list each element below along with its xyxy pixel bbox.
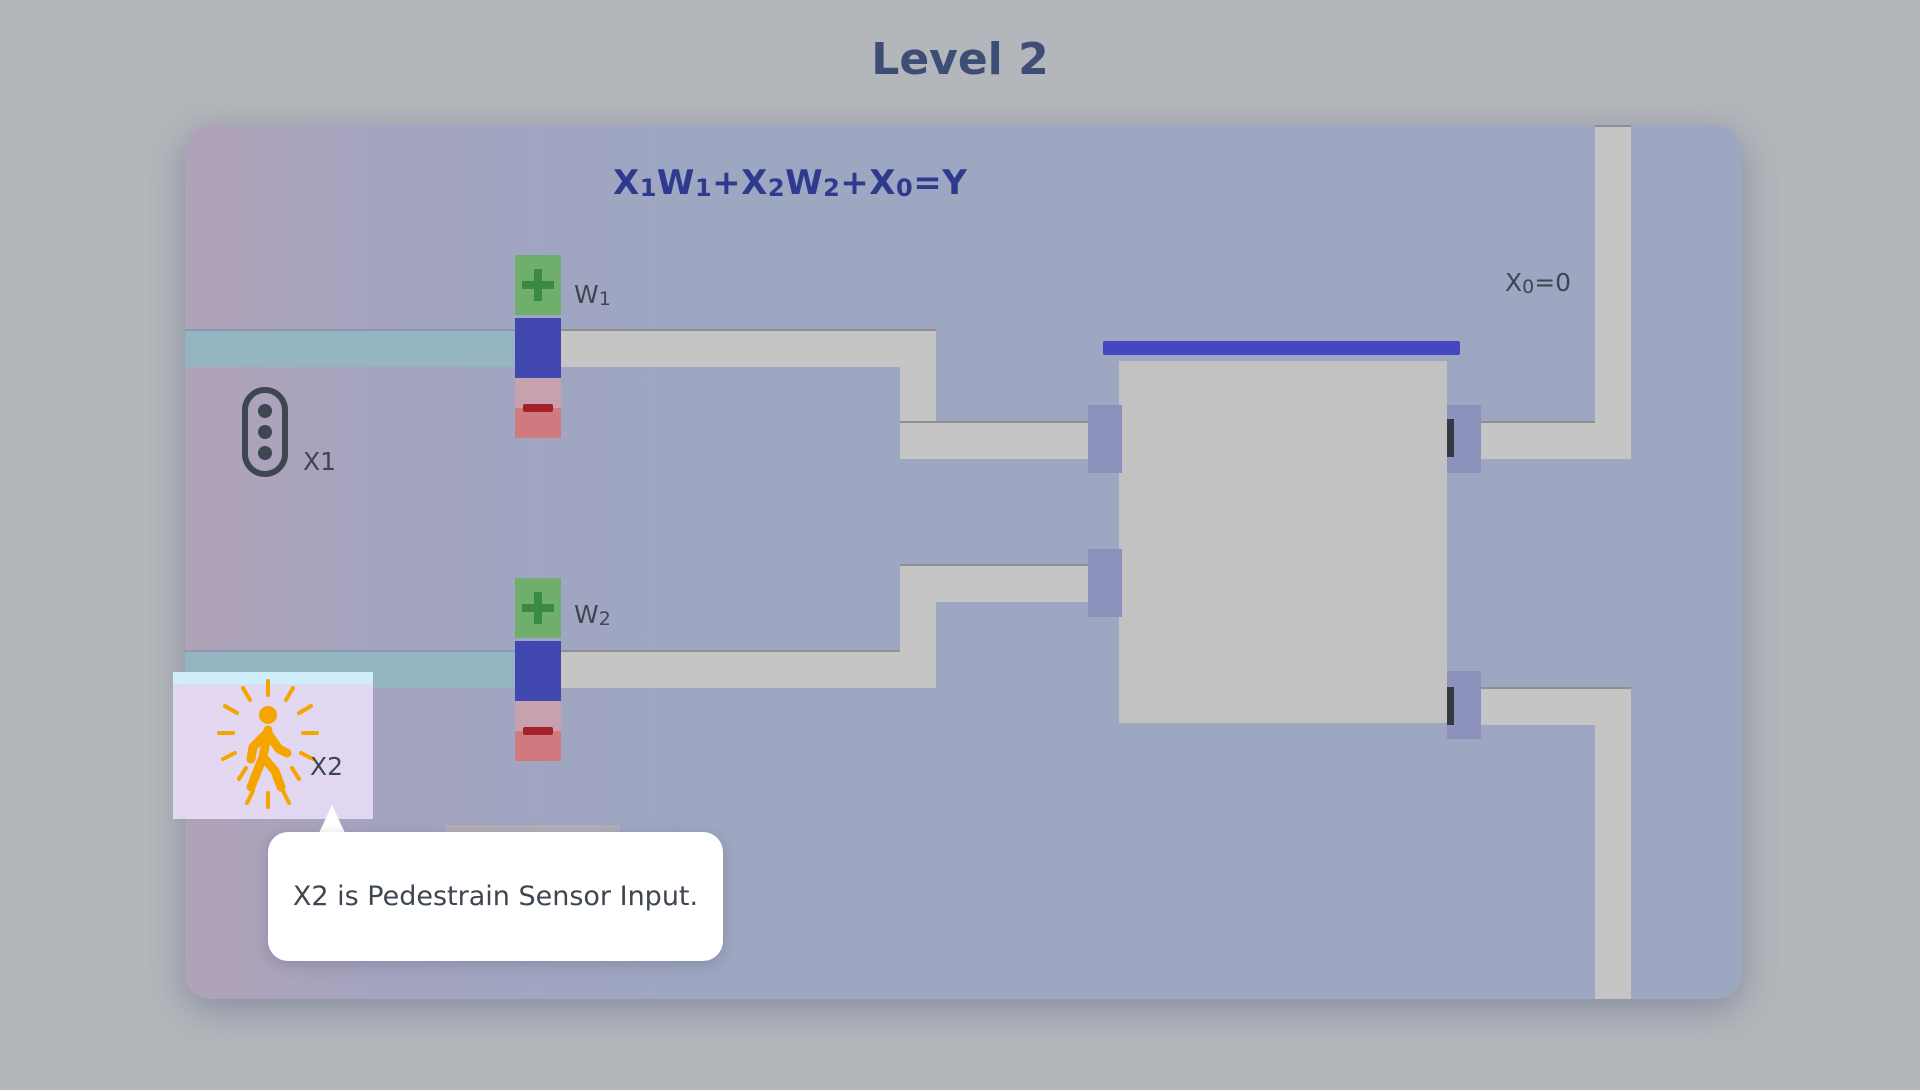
level-title: Level 2 bbox=[871, 34, 1049, 85]
wire-w2-horizontal bbox=[561, 650, 936, 688]
minus-icon bbox=[523, 727, 553, 735]
formula: X1W1+X2W2+X0=Y bbox=[613, 163, 968, 203]
tooltip-text: X2 is Pedestrain Sensor Input. bbox=[292, 881, 699, 912]
minus-icon bbox=[523, 404, 553, 412]
input-wire-x1 bbox=[185, 329, 515, 367]
w1-value-block bbox=[515, 318, 561, 378]
x2-label: X2 bbox=[310, 752, 344, 781]
node-input-port-2 bbox=[1084, 549, 1126, 617]
node-output-indicator-top bbox=[1447, 419, 1454, 457]
x1-label: X1 bbox=[303, 447, 337, 476]
w1-label: W1 bbox=[574, 280, 611, 310]
node-output-bar bbox=[1103, 341, 1460, 355]
bias-label: X0=0 bbox=[1505, 268, 1572, 298]
w1-decrease-button[interactable] bbox=[515, 378, 561, 438]
wire-output-bottom-vertical bbox=[1595, 687, 1631, 999]
w1-increase-button[interactable] bbox=[515, 255, 561, 315]
wire-output-top-vertical bbox=[1595, 125, 1631, 459]
w2-value-block bbox=[515, 641, 561, 701]
hidden-weight-hint bbox=[445, 825, 620, 833]
wire-w1-horizontal bbox=[561, 329, 936, 367]
node-output-indicator-bottom bbox=[1447, 687, 1454, 725]
tooltip-tail bbox=[318, 805, 346, 835]
wire-w1-to-node bbox=[900, 421, 1090, 459]
w2-increase-button[interactable] bbox=[515, 578, 561, 638]
w2-decrease-button[interactable] bbox=[515, 701, 561, 761]
tooltip-bubble: X2 is Pedestrain Sensor Input. bbox=[268, 832, 723, 961]
wire-w2-to-node bbox=[900, 564, 1090, 602]
node-input-port-1 bbox=[1084, 405, 1126, 473]
traffic-light-icon bbox=[242, 387, 288, 477]
w2-label: W2 bbox=[574, 600, 611, 630]
processing-node bbox=[1119, 361, 1447, 723]
pedestrian-icon bbox=[217, 679, 319, 809]
